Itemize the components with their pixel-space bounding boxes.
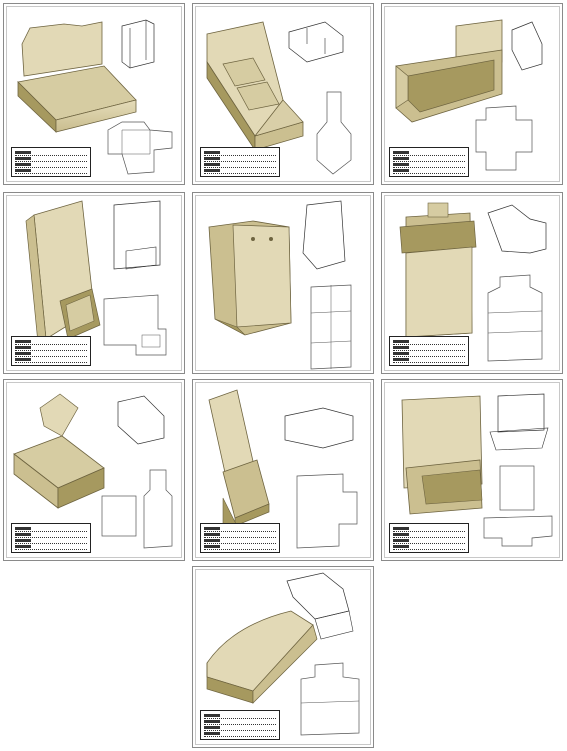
panel-frame	[6, 382, 182, 558]
panel-shopping-bag[interactable]	[192, 192, 374, 374]
display-tray-illustration	[17, 19, 173, 175]
counter-display-illustration	[395, 19, 543, 171]
panel-frame	[6, 195, 182, 371]
curved-tray-illustration	[206, 572, 360, 736]
panel-header-card-tray-display[interactable]	[381, 379, 563, 561]
panel-frame	[384, 195, 560, 371]
panel-display-tray-with-header[interactable]	[3, 3, 185, 185]
spec-label-box	[389, 523, 469, 553]
header-card-display-illustration	[401, 393, 553, 547]
panel-tuck-top-carton[interactable]	[3, 379, 185, 561]
spec-label-box	[389, 147, 469, 177]
step-display-illustration	[206, 21, 352, 175]
panel-frame	[384, 382, 560, 558]
shopping-bag-illustration	[208, 200, 352, 370]
panel-three-tier-step-display[interactable]	[192, 3, 374, 185]
panel-frame	[195, 6, 371, 182]
spec-label-box	[389, 336, 469, 366]
panel-curved-front-display-tray[interactable]	[192, 566, 374, 748]
panel-frame	[195, 195, 371, 371]
tuck-carton-illustration	[13, 393, 173, 549]
panel-brochure-holder-stand[interactable]	[192, 379, 374, 561]
spec-label-box	[11, 147, 91, 177]
spec-label-box	[11, 523, 91, 553]
brochure-holder-illustration	[208, 389, 358, 549]
spec-label-box	[200, 710, 280, 740]
spec-label-box	[11, 336, 91, 366]
panel-frame	[195, 569, 371, 745]
panel-easel-card-with-pocket[interactable]	[3, 192, 185, 374]
panel-frame	[384, 6, 560, 182]
easel-card-illustration	[25, 200, 167, 356]
panel-frame	[195, 382, 371, 558]
spec-label-box	[200, 523, 280, 553]
panel-folder-envelope-with-flap[interactable]	[381, 192, 563, 374]
folder-envelope-illustration	[399, 202, 547, 362]
spec-label-box	[200, 147, 280, 177]
panel-frame	[6, 6, 182, 182]
panel-open-front-counter-display[interactable]	[381, 3, 563, 185]
